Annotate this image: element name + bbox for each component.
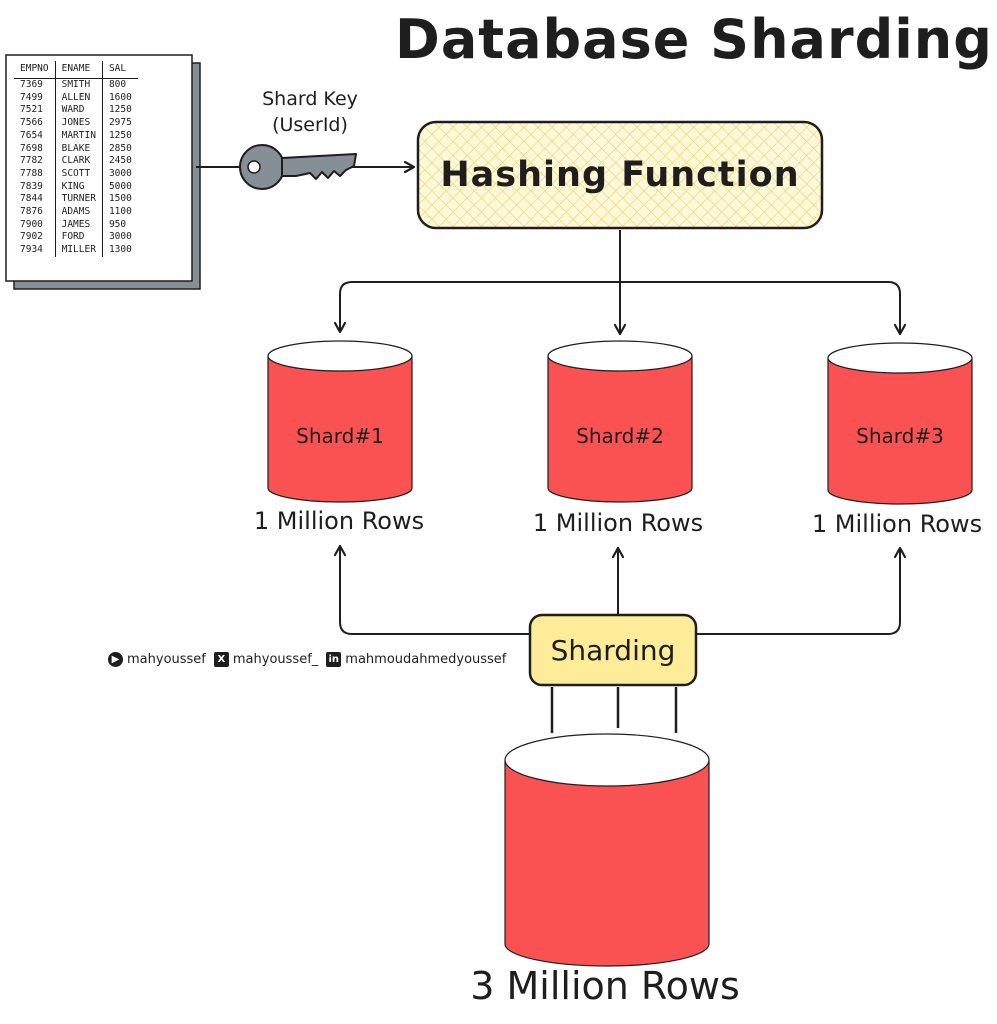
hashing-function-label: Hashing Function	[440, 155, 800, 195]
shard-cylinder-1	[267, 340, 413, 503]
source-rows-label: 3 Million Rows	[470, 964, 740, 1008]
page-title: Database Sharding	[395, 8, 993, 71]
table-cell: ALLEN	[54, 91, 103, 105]
youtube-handle: mahyoussef	[127, 652, 206, 667]
table-cell: 3000	[101, 167, 138, 181]
table-cell: FORD	[54, 231, 103, 245]
key-icon	[239, 144, 357, 190]
table-cell: 7902	[20, 231, 43, 243]
table-cell: MILLER	[54, 244, 103, 257]
table-cell: BLAKE	[54, 142, 103, 156]
table-cell: JONES	[54, 117, 103, 130]
social-linkedin[interactable]: in mahmoudahmedyoussef	[326, 652, 506, 667]
linkedin-icon: in	[326, 652, 342, 667]
social-youtube[interactable]: ▶ mahyoussef	[108, 652, 206, 667]
table-cell: 1600	[101, 91, 138, 105]
table-cell: CLARK	[54, 155, 103, 168]
shard-2-label: Shard#2	[576, 424, 664, 448]
sharding-to-shards-connectors	[340, 546, 900, 635]
table-cell: 800	[101, 78, 138, 92]
social-handles: ▶ mahyoussef X mahyoussef_ in mahmoudahm…	[108, 652, 506, 667]
table-cell: 7900	[20, 218, 43, 230]
hash-to-shards-connectors	[340, 230, 900, 334]
column-header: ENAME	[54, 61, 103, 79]
table-cell: 7698	[20, 142, 43, 154]
source-to-sharding-lines	[550, 687, 678, 733]
table-cell: 7566	[20, 117, 43, 129]
hashing-function-box	[416, 120, 824, 230]
table-cell: 5000	[101, 180, 138, 194]
table-cell: 1100	[101, 206, 138, 219]
table-cell: 7876	[20, 206, 43, 218]
table-cell: 2450	[101, 155, 138, 168]
column-header: SAL	[101, 61, 138, 79]
table-cell: 1250	[101, 104, 138, 118]
shard-1-rows: 1 Million Rows	[253, 507, 425, 535]
shard-cylinder-2	[547, 340, 693, 503]
table-cell: 7369	[20, 79, 43, 90]
x-icon: X	[213, 652, 229, 667]
shard-2-rows: 1 Million Rows	[532, 509, 704, 537]
sharding-box	[528, 613, 698, 687]
table-cell: 7654	[20, 129, 43, 141]
table-header-row: EMPNO ENAME SAL	[14, 61, 138, 79]
source-database-cylinder	[504, 733, 710, 967]
table-cell: 7844	[20, 193, 43, 205]
table-cell: 2975	[101, 117, 138, 130]
shard-key-label: Shard Key (UserId)	[240, 86, 380, 138]
table-cell: 1250	[101, 129, 138, 143]
table-cell: WARD	[54, 104, 103, 118]
table-cell: 2850	[101, 142, 138, 156]
table-cell: 7934	[20, 244, 43, 256]
table-cell: 3000	[101, 231, 138, 245]
table-cell: MARTIN	[54, 129, 103, 143]
youtube-icon: ▶	[108, 652, 123, 667]
table-cell: JAMES	[54, 218, 103, 232]
shard-key-line1: Shard Key	[262, 88, 358, 110]
table-cell: ADAMS	[54, 206, 103, 219]
table-cell: 7788	[20, 167, 43, 179]
social-x[interactable]: X mahyoussef_	[213, 652, 319, 667]
shard-key-line2: (UserId)	[272, 114, 348, 136]
column-header: EMPNO	[14, 61, 56, 79]
sharding-label: Sharding	[550, 633, 676, 667]
table-cell: 7521	[20, 104, 43, 116]
table-cell: 7839	[20, 180, 43, 192]
table-cell: 7499	[20, 91, 43, 103]
shard-3-label: Shard#3	[856, 424, 944, 448]
x-handle: mahyoussef_	[232, 652, 319, 667]
table-cell: 1500	[101, 193, 138, 207]
shard-3-rows: 1 Million Rows	[811, 510, 983, 538]
table-cell: 1300	[101, 244, 138, 257]
table-cell: 7782	[20, 155, 43, 167]
shard-cylinder-3	[827, 342, 973, 505]
shard-1-label: Shard#1	[296, 424, 384, 448]
table-cell: KING	[54, 180, 103, 194]
table-cell: SCOTT	[54, 167, 103, 181]
table-cell: SMITH	[54, 78, 103, 92]
table-cell: TURNER	[54, 193, 103, 207]
table-cell: 950	[101, 218, 138, 232]
linkedin-handle: mahmoudahmedyoussef	[345, 652, 507, 667]
